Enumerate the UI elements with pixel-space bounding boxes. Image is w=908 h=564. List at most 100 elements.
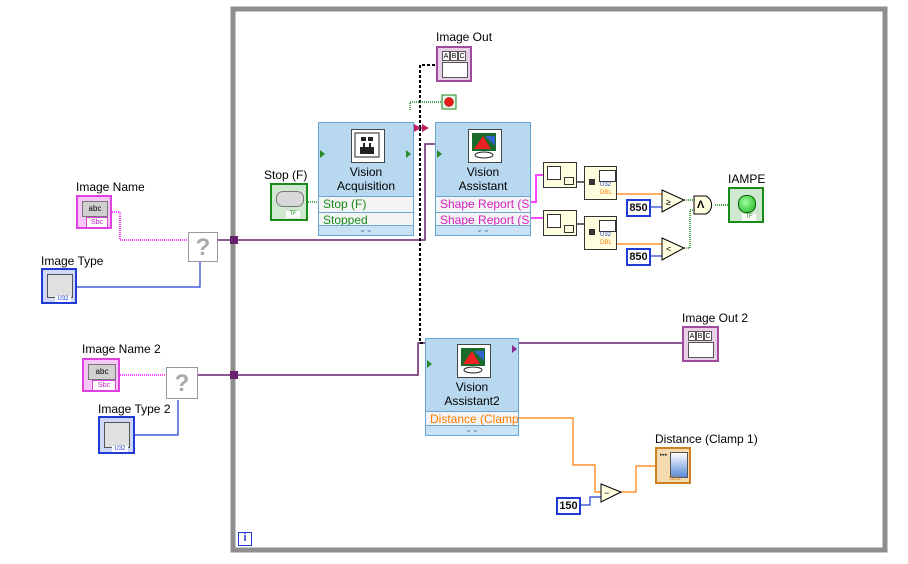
less-than-node[interactable] — [661, 237, 686, 261]
loop-iteration-terminal[interactable]: i — [238, 532, 252, 546]
image-out-indicator[interactable]: A B C — [436, 46, 472, 82]
terminal-arrow — [512, 345, 517, 353]
grid-icon — [599, 170, 616, 182]
va-title-1: Vision — [466, 165, 500, 179]
wire-image-type-2 — [135, 400, 179, 436]
grid-body — [442, 62, 468, 78]
va-title-2: Assistant — [458, 179, 508, 193]
vision-assistant-node[interactable]: Vision Assistant Shape Report (Sl Shape … — [435, 122, 531, 236]
index-array-node-1[interactable]: U32 DBL — [584, 166, 617, 200]
arrow-icon — [589, 229, 595, 235]
terminal-arrow — [427, 360, 432, 368]
sgl-label: SGL — [669, 476, 682, 482]
label-image-out-2: Image Out 2 — [682, 311, 749, 325]
case-structure-1[interactable]: ? — [188, 232, 218, 262]
vision-assistant-icon — [468, 129, 502, 163]
image-type-2-control[interactable]: U32 — [98, 416, 135, 454]
label-image-out: Image Out — [436, 30, 493, 44]
wire-stop-to-stopped — [409, 101, 445, 110]
vision-assistant2-icon — [457, 344, 491, 378]
label-distance: Distance (Clamp 1) — [655, 432, 758, 446]
wire-image-name — [112, 211, 190, 241]
label-stop: Stop (F) — [264, 168, 308, 182]
and-node[interactable] — [693, 195, 713, 215]
acq-title-2: Acquisition — [336, 179, 396, 193]
label-image-type-2: Image Type 2 — [98, 402, 171, 416]
svg-text:<: < — [666, 244, 671, 254]
abc-grid-icon: A B C — [688, 331, 712, 341]
arrow-marker-1 — [414, 124, 421, 132]
constant-850-a[interactable]: 850 — [626, 199, 651, 217]
svg-text:−: − — [604, 488, 609, 498]
wire-lt-to-and — [684, 209, 694, 249]
tf-label: TF — [742, 214, 756, 221]
array-icon — [547, 166, 561, 180]
terminal-arrow — [437, 150, 442, 158]
tank-icon — [670, 452, 688, 478]
index-array-node-2[interactable]: U32 DBL — [584, 216, 617, 250]
wire-case-to-va — [218, 143, 436, 241]
image-name-2-control[interactable]: abc Sbc — [82, 358, 120, 392]
u32-label: U32 — [55, 296, 71, 302]
arrow-icon — [589, 179, 595, 185]
subtract-node[interactable] — [600, 483, 623, 503]
tf-label: TF — [286, 211, 300, 218]
acq-stop-terminal[interactable]: Stop (F) — [319, 196, 413, 212]
tunnel-2 — [230, 371, 238, 379]
label-image-name: Image Name — [76, 180, 145, 194]
va-shape-report-1[interactable]: Shape Report (Sl — [436, 196, 530, 212]
va-shape-report-2[interactable]: Shape Report (Sl — [436, 212, 530, 228]
abc-icon: abc — [82, 201, 108, 217]
unbundle-node-2[interactable] — [543, 210, 577, 236]
wire-image-type — [77, 258, 201, 288]
array-icon — [547, 214, 561, 228]
index-icon — [564, 177, 574, 185]
abc-grid-icon: A B C — [442, 51, 466, 61]
case-structure-2[interactable]: ? — [166, 367, 198, 399]
string-terminal-label: Sbc — [86, 217, 108, 228]
string-terminal-label: Sbc — [92, 380, 116, 391]
acq-stopped-terminal[interactable]: Stopped — [319, 212, 413, 228]
wire-150 — [580, 496, 601, 506]
acq-expand-chevron[interactable]: ⌄⌄ — [319, 225, 413, 235]
image-name-control[interactable]: abc Sbc — [76, 195, 112, 229]
wire-distance — [518, 417, 601, 493]
va2-distance-terminal[interactable]: Distance (Clamp — [426, 411, 518, 427]
arrow-marker-2 — [422, 124, 429, 132]
va2-expand-chevron[interactable]: ⌄⌄ — [426, 425, 518, 435]
enum-icon — [47, 274, 73, 298]
va-expand-chevron[interactable]: ⌄⌄ — [436, 225, 530, 235]
wire-ref-down — [419, 128, 426, 344]
wire-image-out-ref — [419, 64, 436, 128]
tunnel-1 — [230, 236, 238, 244]
constant-150[interactable]: 150 — [556, 497, 581, 515]
acq-title-1: Vision — [349, 165, 383, 179]
u32-label: U32 — [112, 446, 128, 452]
scale-icon: ▸▸▸ — [660, 452, 668, 458]
vision-assistant2-node[interactable]: Vision Assistant2 Distance (Clamp ⌄⌄ — [425, 338, 519, 436]
svg-text:≥: ≥ — [666, 197, 671, 207]
distance-indicator[interactable]: ▸▸▸ SGL — [655, 447, 691, 484]
label-image-name-2: Image Name 2 — [82, 342, 161, 356]
wire-shape-report-1 — [527, 174, 543, 203]
led-icon — [738, 195, 756, 213]
greater-or-equal-node[interactable] — [661, 189, 686, 213]
image-out-2-indicator[interactable]: A B C — [682, 326, 719, 362]
grid-icon — [599, 220, 616, 232]
stop-control[interactable]: TF — [270, 183, 308, 221]
while-loop-frame[interactable] — [230, 6, 888, 553]
wire-sub-to-distance — [621, 465, 656, 493]
grid-body — [688, 342, 714, 358]
label-image-type: Image Type — [41, 254, 104, 268]
image-type-control[interactable]: U32 — [41, 268, 77, 304]
toggle-icon — [276, 191, 304, 207]
va2-title-2: Assistant2 — [444, 394, 500, 408]
abc-icon: abc — [88, 364, 116, 380]
constant-850-b[interactable]: 850 — [626, 248, 651, 266]
terminal-arrow — [320, 150, 325, 158]
unbundle-node-1[interactable] — [543, 162, 577, 188]
and-symbol: Λ — [697, 199, 705, 211]
vision-acquisition-node[interactable]: Vision Acquisition Stop (F) Stopped ⌄⌄ — [318, 122, 414, 236]
iampe-indicator[interactable]: TF — [728, 187, 764, 223]
